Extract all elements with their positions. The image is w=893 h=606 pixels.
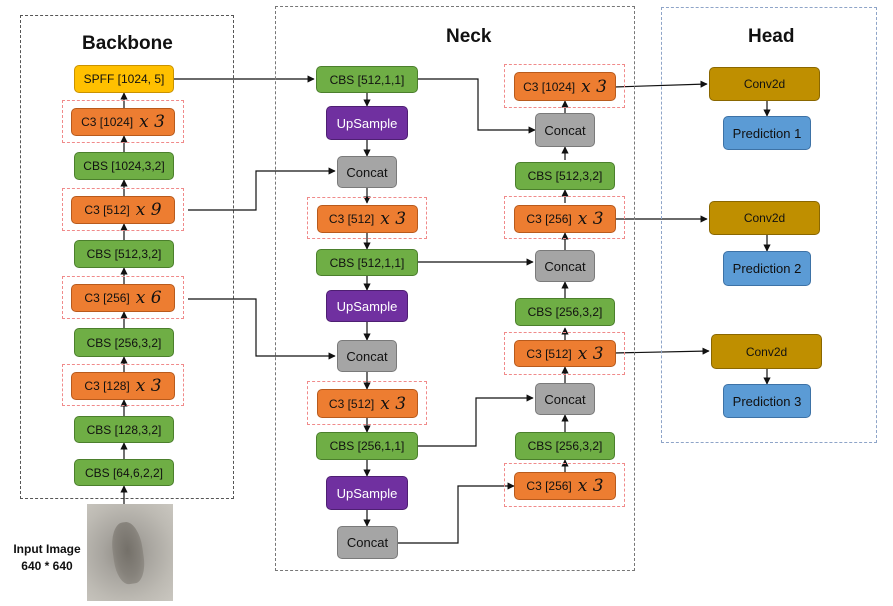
block-label: C3 [512] bbox=[328, 212, 375, 226]
block-label: C3 [128] bbox=[84, 379, 130, 393]
c3-group-outline bbox=[62, 188, 184, 231]
cbs-256-1-1-block: CBS [256,1,1] bbox=[316, 432, 418, 460]
repeat-count: x 3 bbox=[380, 209, 407, 229]
cbs-512-block: CBS [512,3,2] bbox=[74, 240, 174, 268]
c3-group-outline bbox=[307, 197, 427, 239]
c3-group-outline bbox=[504, 64, 625, 108]
cbs-512-3-2-block: CBS [512,3,2] bbox=[515, 162, 615, 190]
neck-panel bbox=[275, 6, 635, 571]
block-label: C3 [1024] bbox=[81, 115, 134, 129]
block-label: C3 [512] bbox=[84, 203, 130, 217]
input-label: Input Image 640 * 640 bbox=[8, 541, 86, 575]
c3-1024-block: C3 [1024] x 3 bbox=[514, 72, 616, 101]
concat-block: Concat bbox=[337, 156, 397, 188]
footprint-shape bbox=[108, 520, 148, 586]
block-label: C3 [256] bbox=[84, 291, 130, 305]
repeat-count: x 3 bbox=[139, 112, 165, 132]
concat-block: Concat bbox=[535, 383, 595, 415]
input-label-text: Input Image bbox=[13, 542, 81, 556]
conv2d-block: Conv2d bbox=[709, 67, 820, 101]
c3-512-block: C3 [512] x 3 bbox=[317, 389, 418, 418]
conv2d-block: Conv2d bbox=[711, 334, 822, 369]
repeat-count: x 3 bbox=[577, 343, 604, 364]
block-label: C3 [512] bbox=[526, 346, 572, 361]
repeat-count: x 9 bbox=[135, 200, 162, 220]
repeat-count: x 3 bbox=[577, 476, 604, 496]
conv2d-block: Conv2d bbox=[709, 201, 820, 235]
input-image bbox=[87, 504, 173, 601]
head-panel bbox=[661, 7, 877, 443]
cbs-1024-block: CBS [1024,3,2] bbox=[74, 152, 174, 180]
c3-group-outline bbox=[62, 100, 184, 143]
c3-group-outline bbox=[62, 276, 184, 319]
repeat-count: x 6 bbox=[135, 288, 162, 308]
c3-group-outline bbox=[504, 332, 625, 375]
cbs-512-1-1-block: CBS [512,1,1] bbox=[316, 66, 418, 93]
neck-title: Neck bbox=[446, 26, 492, 47]
c3-group-outline bbox=[504, 196, 625, 239]
cbs-256-3-2-block: CBS [256,3,2] bbox=[515, 432, 615, 460]
block-label: C3 [256] bbox=[526, 212, 572, 226]
prediction-1-block: Prediction 1 bbox=[723, 116, 811, 150]
c3-512-block: C3 [512] x 9 bbox=[71, 196, 175, 224]
head-title: Head bbox=[748, 26, 795, 47]
backbone-panel bbox=[20, 15, 234, 499]
block-label: C3 [512] bbox=[328, 396, 375, 411]
backbone-title: Backbone bbox=[82, 33, 173, 54]
cbs-128-block: CBS [128,3,2] bbox=[74, 416, 174, 443]
repeat-count: x 3 bbox=[135, 376, 162, 396]
c3-512-block: C3 [512] x 3 bbox=[317, 205, 418, 233]
concat-block: Concat bbox=[337, 526, 398, 559]
concat-block: Concat bbox=[535, 250, 595, 282]
concat-block: Concat bbox=[337, 340, 397, 372]
cbs-256-3-2-block: CBS [256,3,2] bbox=[515, 298, 615, 326]
repeat-count: x 3 bbox=[380, 393, 407, 414]
concat-block: Concat bbox=[535, 113, 595, 147]
c3-group-outline bbox=[62, 364, 184, 406]
upsample-block: UpSample bbox=[326, 476, 408, 510]
cbs-64-block: CBS [64,6,2,2] bbox=[74, 459, 174, 486]
prediction-2-block: Prediction 2 bbox=[723, 251, 811, 286]
prediction-3-block: Prediction 3 bbox=[723, 384, 811, 418]
c3-1024-block: C3 [1024] x 3 bbox=[71, 108, 175, 136]
block-label: C3 [256] bbox=[526, 479, 572, 493]
c3-256-block: C3 [256] x 3 bbox=[514, 472, 616, 500]
spff-block: SPFF [1024, 5] bbox=[74, 65, 174, 93]
block-label: C3 [1024] bbox=[523, 79, 576, 94]
upsample-block: UpSample bbox=[326, 290, 408, 322]
upsample-block: UpSample bbox=[326, 106, 408, 140]
c3-128-block: C3 [128] x 3 bbox=[71, 372, 175, 400]
c3-256-block: C3 [256] x 6 bbox=[71, 284, 175, 312]
c3-group-outline bbox=[504, 463, 625, 507]
c3-group-outline bbox=[307, 381, 427, 425]
repeat-count: x 3 bbox=[581, 76, 607, 97]
repeat-count: x 3 bbox=[577, 209, 604, 229]
cbs-512-1-1-block: CBS [512,1,1] bbox=[316, 249, 418, 276]
input-size-text: 640 * 640 bbox=[21, 559, 73, 573]
c3-512-block: C3 [512] x 3 bbox=[514, 340, 616, 367]
c3-256-block: C3 [256] x 3 bbox=[514, 205, 616, 233]
cbs-256-block: CBS [256,3,2] bbox=[74, 328, 174, 357]
